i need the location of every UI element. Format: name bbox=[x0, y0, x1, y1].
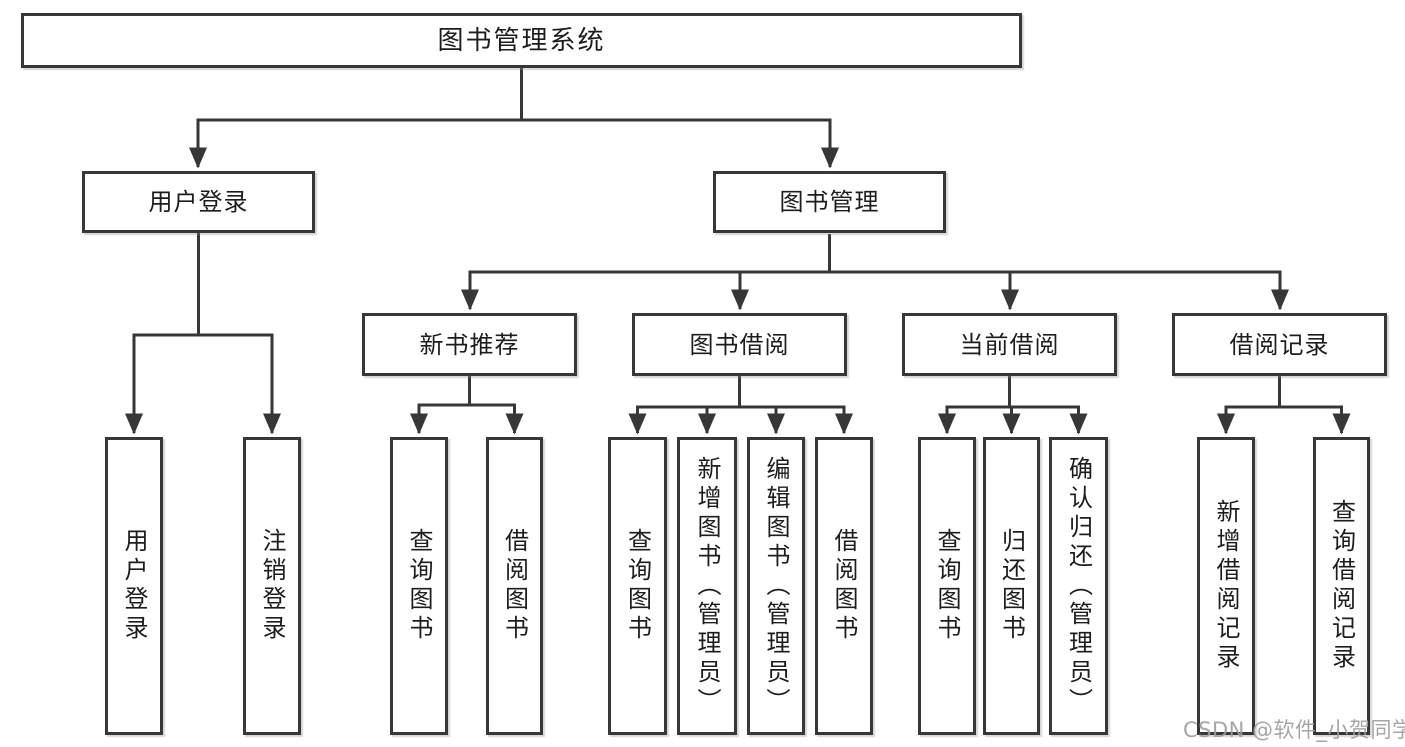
node-label: 确认归还（管理员） bbox=[1064, 455, 1093, 717]
node-label: 新增借阅记录 bbox=[1212, 499, 1240, 673]
leaf-edit-book-admin: 编辑图书（管理员） bbox=[747, 437, 805, 735]
node-book-management: 图书管理 bbox=[713, 171, 946, 233]
node-label: 新书推荐 bbox=[419, 330, 520, 359]
node-label: 用户登录 bbox=[148, 188, 249, 216]
leaf-query-books-borrowing: 查询图书 bbox=[608, 437, 667, 735]
leaf-add-borrow-record: 新增借阅记录 bbox=[1197, 437, 1255, 735]
leaf-return-books: 归还图书 bbox=[983, 437, 1040, 735]
leaf-add-book-admin: 新增图书（管理员） bbox=[677, 437, 737, 735]
node-label: 用户登录 bbox=[120, 528, 148, 644]
node-label: 编辑图书（管理员） bbox=[762, 455, 790, 717]
node-label: 归还图书 bbox=[997, 528, 1026, 644]
leaf-logout: 注销登录 bbox=[243, 437, 301, 735]
leaf-confirm-return-admin: 确认归还（管理员） bbox=[1049, 437, 1108, 735]
node-label: 借阅图书 bbox=[830, 528, 858, 644]
node-label: 图书管理 bbox=[779, 188, 880, 216]
leaf-user-login: 用户登录 bbox=[105, 437, 163, 735]
node-book-borrowing: 图书借阅 bbox=[632, 313, 847, 376]
node-current-borrowing: 当前借阅 bbox=[902, 313, 1117, 376]
node-label: 借阅图书 bbox=[500, 528, 529, 644]
node-new-book-recommendation: 新书推荐 bbox=[362, 313, 577, 376]
node-borrowing-records: 借阅记录 bbox=[1172, 313, 1387, 376]
leaf-query-books-recommend: 查询图书 bbox=[390, 437, 448, 735]
node-label: 查询图书 bbox=[933, 528, 961, 644]
node-label: 当前借阅 bbox=[959, 330, 1060, 359]
node-label: 借阅记录 bbox=[1229, 330, 1330, 359]
leaf-query-books-current: 查询图书 bbox=[918, 437, 976, 735]
leaf-borrow-books-recommend: 借阅图书 bbox=[486, 437, 543, 735]
node-label: 图书借阅 bbox=[689, 330, 790, 359]
node-label: 图书管理系统 bbox=[437, 25, 606, 56]
node-label: 新增图书（管理员） bbox=[693, 455, 721, 717]
node-library-management-system: 图书管理系统 bbox=[21, 13, 1022, 68]
leaf-borrow-books: 借阅图书 bbox=[815, 437, 873, 735]
leaf-query-borrow-record: 查询借阅记录 bbox=[1313, 437, 1370, 735]
node-label: 查询图书 bbox=[623, 528, 652, 644]
node-label: 注销登录 bbox=[258, 528, 286, 644]
node-label: 查询图书 bbox=[405, 528, 433, 644]
node-user-login: 用户登录 bbox=[82, 171, 315, 233]
node-label: 查询借阅记录 bbox=[1327, 499, 1356, 673]
